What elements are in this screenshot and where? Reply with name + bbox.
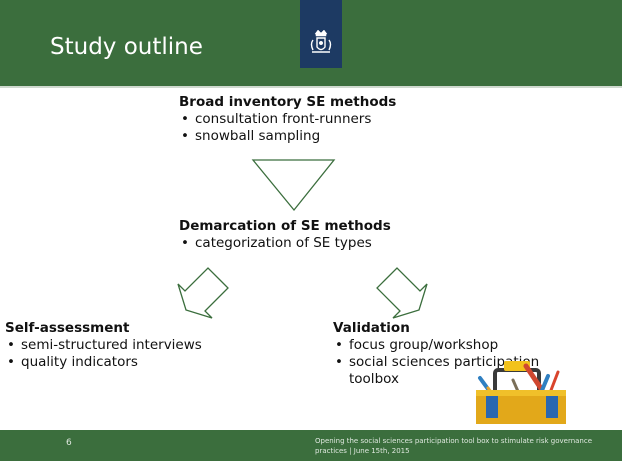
demarcation-block: Demarcation of SE methods categorization… <box>179 218 479 252</box>
self-assessment-list: semi-structured interviews quality indic… <box>5 337 295 371</box>
self-assessment-heading: Self-assessment <box>5 320 130 336</box>
demarcation-list: categorization of SE types <box>179 235 479 252</box>
list-item: semi-structured interviews <box>5 337 295 354</box>
inventory-block: Broad inventory SE methods consultation … <box>179 94 479 145</box>
validation-block: Validation focus group/workshop social s… <box>333 320 563 388</box>
arrow-down-right-icon <box>376 267 428 319</box>
list-item: snowball sampling <box>179 128 479 145</box>
list-item: quality indicators <box>5 354 295 371</box>
toolbox-image <box>476 361 566 424</box>
demarcation-heading: Demarcation of SE methods <box>179 218 391 234</box>
page-number: 6 <box>66 438 72 448</box>
list-item: categorization of SE types <box>179 235 479 252</box>
footer-bar <box>0 430 622 461</box>
validation-heading: Validation <box>333 320 410 336</box>
arrow-down-left-icon <box>177 267 229 319</box>
coat-of-arms-icon <box>310 29 332 53</box>
inventory-heading: Broad inventory SE methods <box>179 94 397 110</box>
list-item: focus group/workshop <box>333 337 563 354</box>
logo-ribbon <box>300 0 342 68</box>
validation-list: focus group/workshop social sciences par… <box>333 337 563 388</box>
funnel-triangle-icon <box>251 159 336 212</box>
footer-text: Opening the social sciences participatio… <box>315 437 593 455</box>
list-item: consultation front-runners <box>179 111 479 128</box>
slide-title: Study outline <box>50 34 203 60</box>
header-divider <box>0 86 622 88</box>
inventory-list: consultation front-runners snowball samp… <box>179 111 479 145</box>
self-assessment-block: Self-assessment semi-structured intervie… <box>5 320 295 371</box>
list-item: social sciences participation toolbox <box>333 354 563 388</box>
